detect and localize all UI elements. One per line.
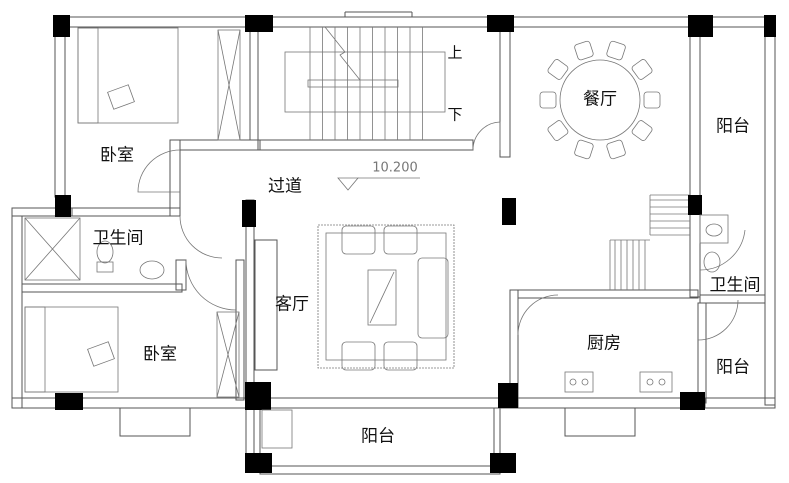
elevation-marker <box>337 177 420 191</box>
dining-chair <box>606 139 626 160</box>
dining-chair <box>631 59 653 80</box>
staircase <box>284 26 690 290</box>
room-label-bedroom: 卧室 <box>100 145 134 166</box>
stair-down-label: 下 <box>447 105 463 124</box>
dining-chair <box>574 40 594 61</box>
room-label-balcony: 阳台 <box>716 116 750 137</box>
dining-chair <box>643 91 661 109</box>
room-label-balcony: 阳台 <box>716 357 750 378</box>
dining-chair <box>574 139 594 160</box>
room-label-bedroom: 卧室 <box>143 344 177 365</box>
elevation-value: 10.200 <box>372 160 418 176</box>
dining-chair <box>631 120 653 141</box>
room-label-dining: 餐厅 <box>583 89 617 110</box>
room-label-balcony: 阳台 <box>361 426 395 447</box>
dining-chair <box>547 59 569 80</box>
room-label-corridor: 过道 <box>268 176 302 197</box>
dining-chair <box>547 120 569 141</box>
furniture <box>24 27 729 449</box>
dining-chair <box>606 40 626 61</box>
room-label-kitchen: 厨房 <box>587 333 621 354</box>
room-label-bathroom: 卫生间 <box>709 275 761 296</box>
room-label-living: 客厅 <box>275 294 309 315</box>
room-label-bathroom: 卫生间 <box>92 228 144 249</box>
dining-chair <box>539 91 557 109</box>
columns <box>53 15 776 473</box>
doors <box>137 121 746 341</box>
stair-up-label: 上 <box>447 43 463 62</box>
